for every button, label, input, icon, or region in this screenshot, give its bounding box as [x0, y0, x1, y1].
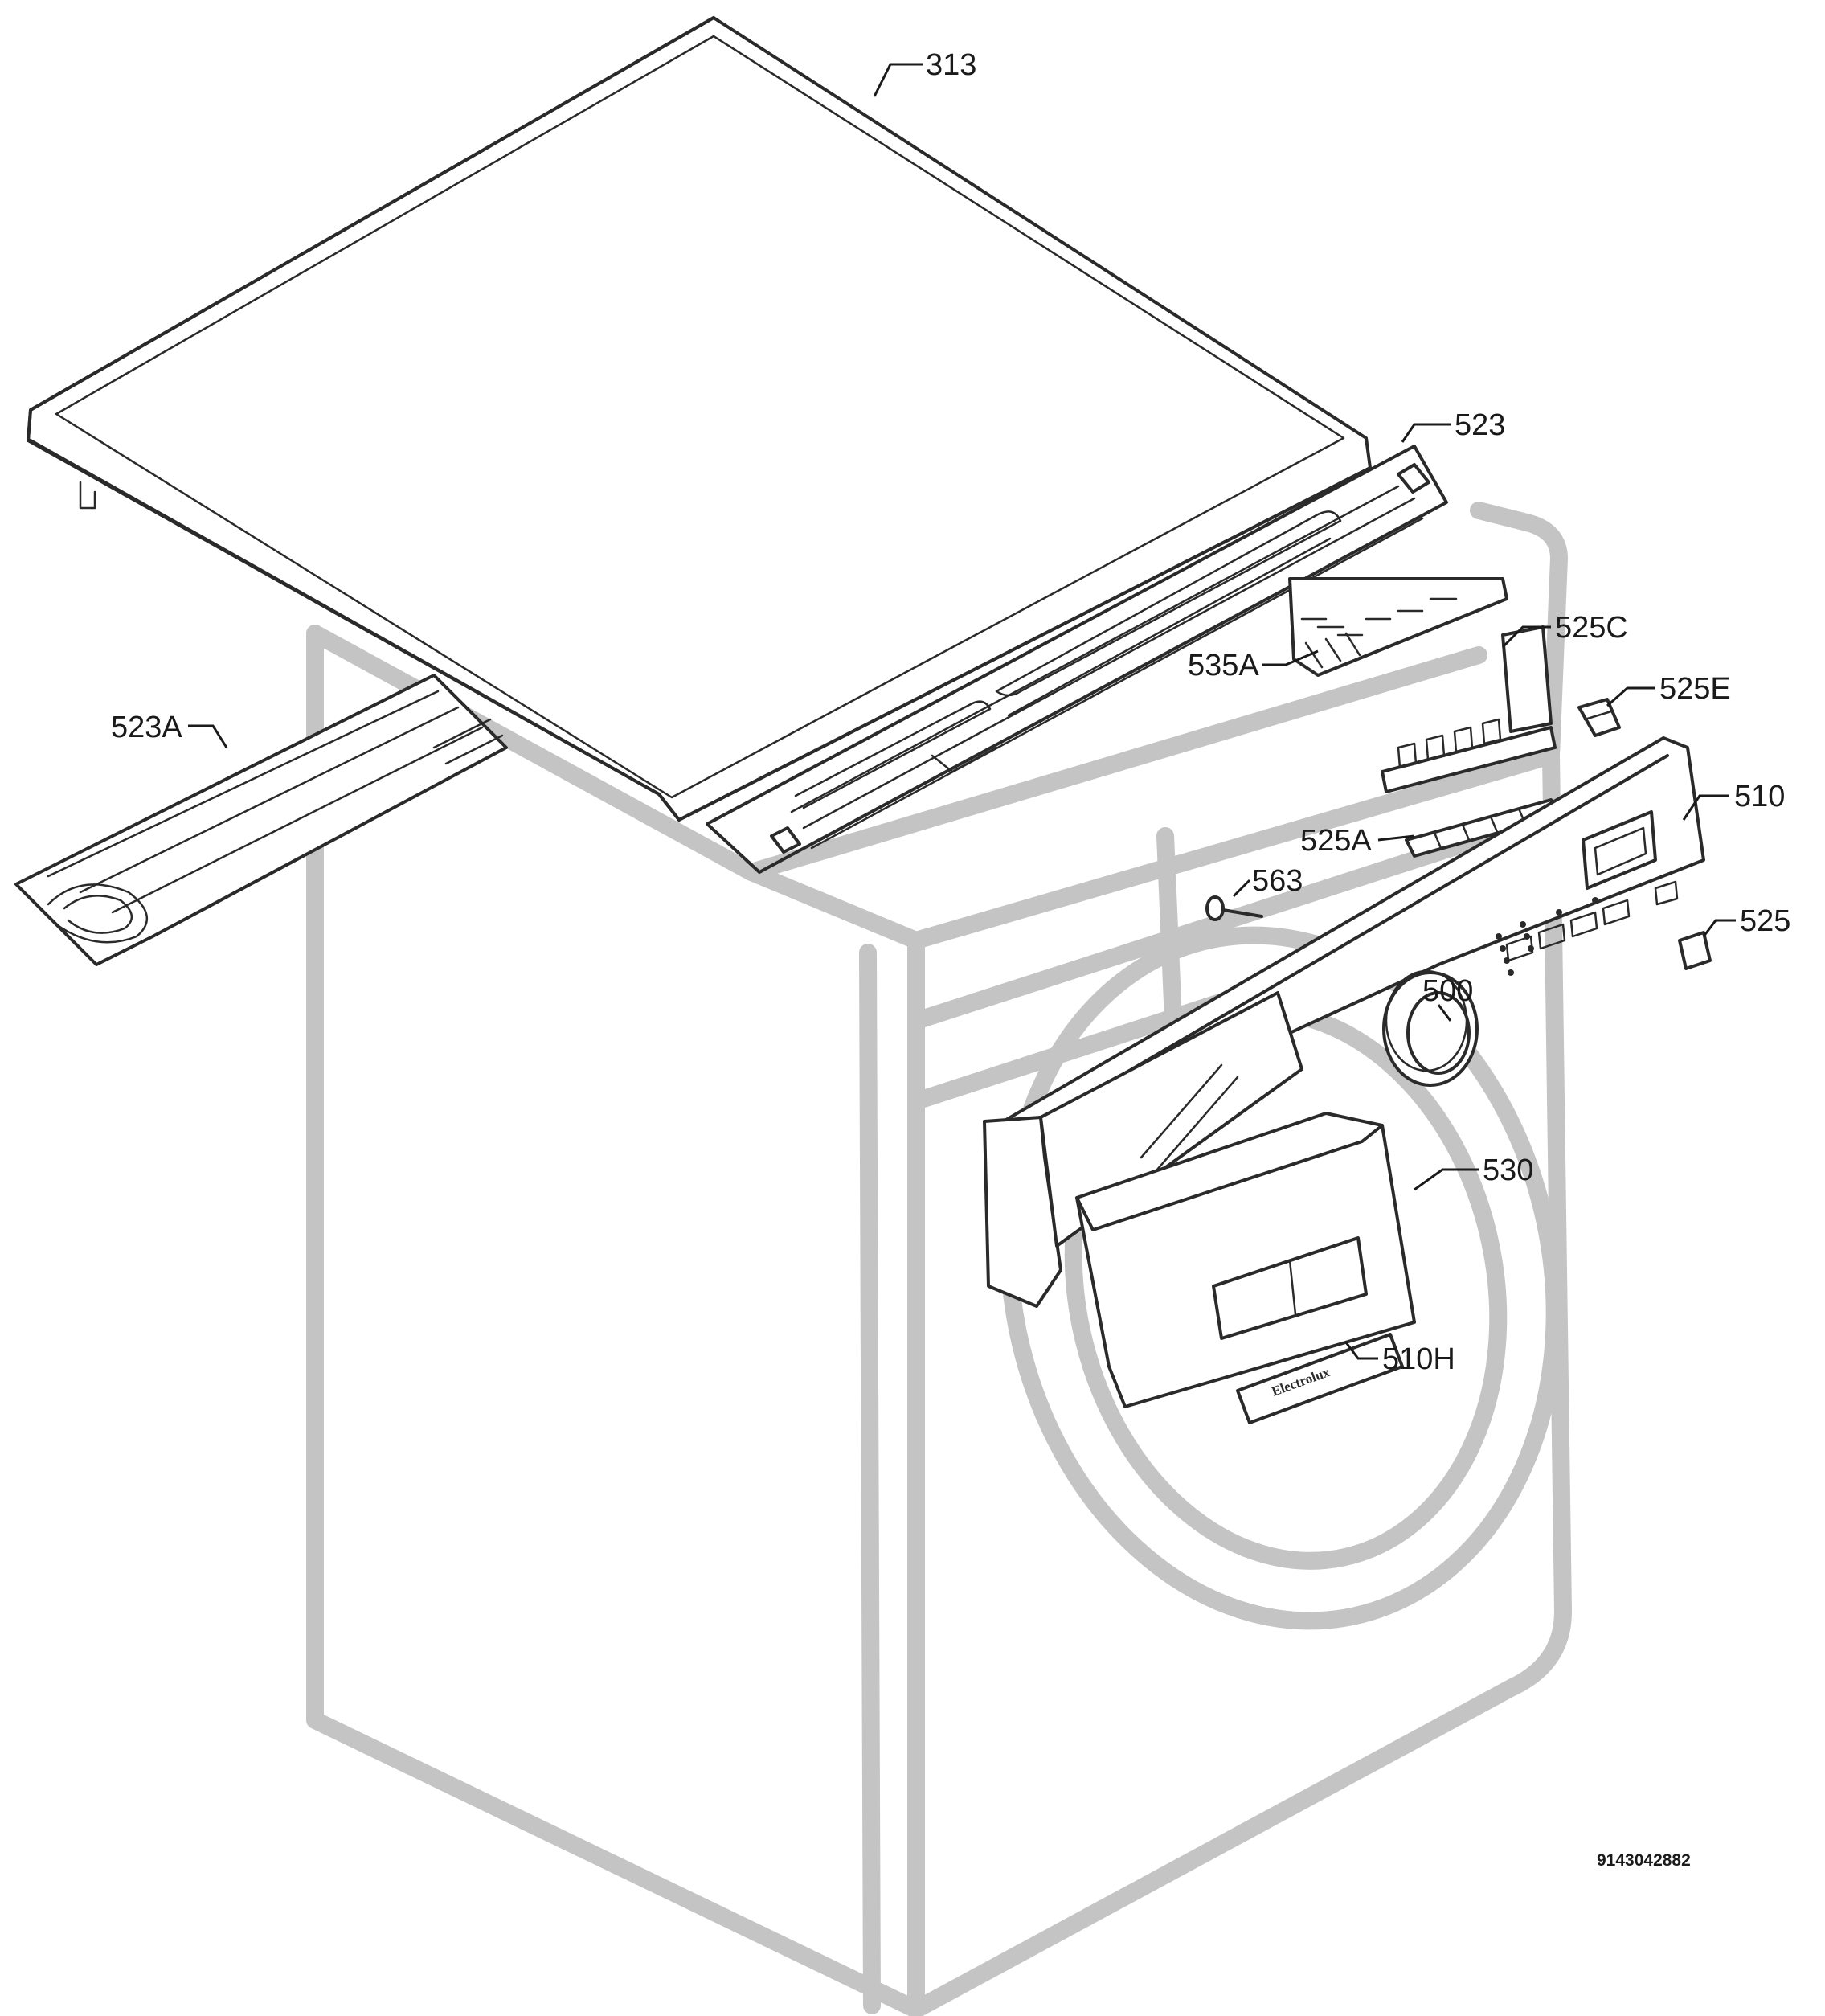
control-board [1381, 625, 1557, 793]
knob-cap [1577, 698, 1621, 737]
cabinet-outline [306, 502, 1572, 2016]
selector-knob [1382, 969, 1479, 1087]
callout-523A: 523A [111, 711, 182, 744]
document-number: 9143042882 [1597, 1851, 1691, 1870]
connector-strip [1288, 577, 1508, 677]
callout-525C: 525C [1555, 611, 1628, 645]
drawer-housing [983, 991, 1303, 1308]
callout-313: 313 [926, 48, 976, 82]
callout-523: 523 [1455, 408, 1505, 442]
detergent-drawer [1075, 1112, 1416, 1408]
callout-530: 530 [1483, 1153, 1533, 1187]
callout-563: 563 [1252, 864, 1303, 898]
callout-labels: 313 523 523A 535A 525C 525E 510 525A 563… [111, 48, 1790, 1376]
callout-525E: 525E [1659, 672, 1731, 706]
retaining-pin [1205, 895, 1263, 921]
side-rail [14, 674, 508, 966]
callout-525: 525 [1740, 904, 1790, 938]
callout-510H: 510H [1382, 1342, 1455, 1376]
top-cover [27, 16, 1372, 822]
callout-500: 500 [1422, 974, 1473, 1008]
callout-525A: 525A [1300, 824, 1372, 858]
fuse-holder [1678, 931, 1712, 970]
leader-lines [188, 63, 1736, 1360]
rear-rail [706, 445, 1448, 874]
callout-535A: 535A [1188, 649, 1259, 682]
callout-510: 510 [1734, 780, 1785, 813]
